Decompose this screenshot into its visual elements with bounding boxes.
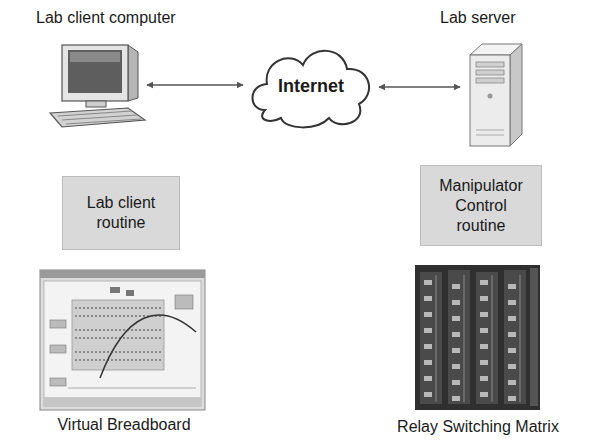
double-arrow [147, 84, 243, 86]
computer-icon [50, 45, 145, 127]
caption-label: Virtual Breadboard [57, 416, 190, 434]
node-heading: Lab client computer [36, 8, 176, 28]
node-heading: Lab server [440, 8, 516, 28]
cloud-node: Internet [245, 40, 377, 132]
process-box: Lab client routine [62, 176, 180, 250]
server-node: Lab server [462, 42, 524, 148]
server-icon [470, 44, 522, 146]
node-text: Internet [278, 75, 344, 98]
process-box: Manipulator Control routine [420, 165, 542, 246]
breadboard-screenshot [40, 270, 205, 410]
node-text: Manipulator Control routine [429, 176, 533, 236]
relay-matrix-photo [415, 265, 540, 410]
caption-label: Relay Switching Matrix [397, 418, 559, 436]
computer-node: Lab client computer [48, 42, 145, 128]
double-arrow [379, 86, 460, 88]
node-text: Lab client routine [71, 193, 171, 233]
